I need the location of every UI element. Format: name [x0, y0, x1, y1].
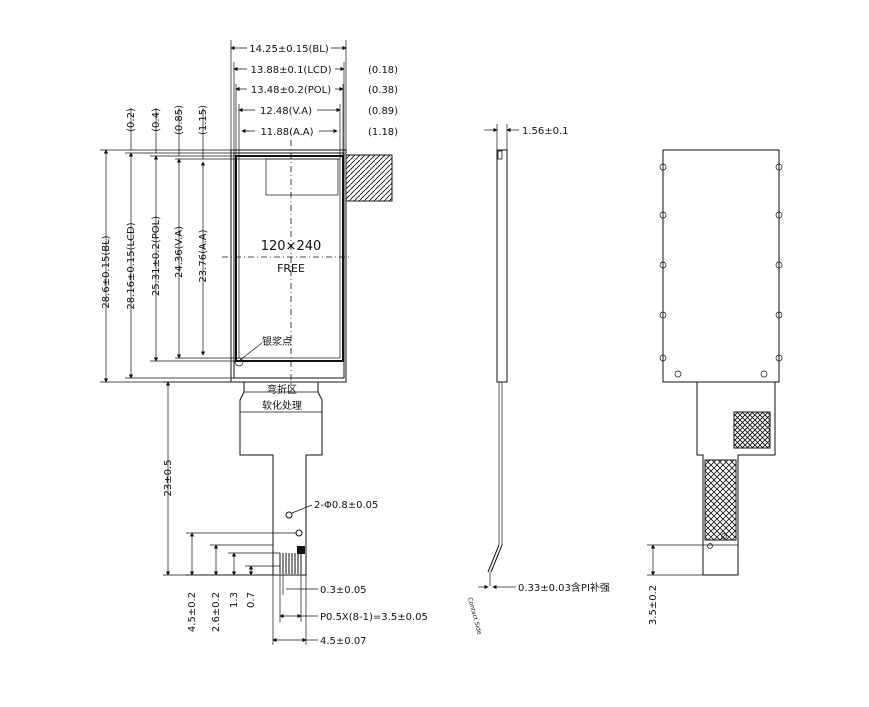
- height-dimensions: 28.6±0.15(BL) 28.16±0.15(LCD) 25.31±0.2(…: [100, 105, 239, 383]
- width-aa: 11.88(A.A): [260, 127, 313, 138]
- side-panel: [496, 149, 508, 383]
- height-offset-2: (0.4): [151, 108, 162, 132]
- height-offset-4: (1.15): [198, 105, 209, 135]
- back-stiffener-hatch: [704, 459, 737, 541]
- fpc-thickness: 0.33±0.03含PI补强: [518, 581, 610, 594]
- hole-note: 2-Φ0.8±0.05: [314, 500, 378, 511]
- dim-4-5: 4.5±0.2: [187, 592, 198, 632]
- bottom-dimensions: 4.5±0.2 2.6±0.2 1.3 0.7: [186, 532, 296, 632]
- back-fpc: [696, 382, 776, 576]
- fpc-length-dimension: 23±0.5: [163, 381, 273, 576]
- width-offset-1: (0.18): [368, 65, 398, 76]
- width-va: 12.48(V.A): [260, 106, 312, 117]
- side-stiffener: [497, 150, 503, 160]
- width-bl: 14.25±0.15(BL): [249, 44, 329, 55]
- va-outline: [238, 158, 341, 359]
- back-panel: [662, 149, 780, 383]
- back-view: 3.5±0.2: [647, 149, 783, 625]
- width-offset-3: (0.89): [368, 106, 398, 117]
- front-view: 120×240 FREE 银浆点 弯折区 软化处理 2-Φ0.8±0.05: [100, 40, 428, 647]
- width-lcd: 13.88±0.1(LCD): [251, 65, 332, 76]
- stiffener-marker: [297, 546, 305, 554]
- panel-thickness: 1.56±0.1: [522, 126, 569, 137]
- corner-note: 银浆点: [262, 335, 292, 348]
- pin-width: 0.3±0.05: [320, 585, 367, 596]
- dim-2-6: 2.6±0.2: [211, 592, 222, 632]
- hatched-connector: [345, 154, 393, 202]
- fpc-hole-1: [285, 511, 293, 519]
- width-offset-2: (0.38): [368, 85, 398, 96]
- resolution-label: 120×240: [261, 239, 322, 254]
- width-dimensions: 14.25±0.15(BL) 13.88±0.1(LCD) 13.48±0.2(…: [230, 40, 398, 159]
- stiffener-length: 3.5±0.2: [648, 585, 659, 625]
- fpc-width: 4.5±0.07: [320, 636, 367, 647]
- height-offset-3: (0.85): [174, 105, 185, 135]
- pin-dimensions: 0.3±0.05 P0.5X(8-1)=3.5±0.05 4.5±0.07: [272, 575, 428, 647]
- width-offset-4: (1.18): [368, 127, 398, 138]
- height-lcd: 28.16±0.15(LCD): [126, 222, 137, 309]
- bend-note-2: 软化处理: [262, 399, 302, 412]
- bend-note-1: 弯折区: [267, 383, 297, 396]
- side-notches: [659, 163, 783, 378]
- bl-outline: [230, 149, 347, 383]
- width-pol: 13.48±0.2(POL): [251, 85, 331, 96]
- height-va: 24.36(V.A): [174, 226, 185, 278]
- fpc-bend: [239, 382, 323, 576]
- height-bl: 28.6±0.15(BL): [101, 235, 112, 308]
- back-connector-hatch: [733, 411, 771, 449]
- gold-fingers: [279, 546, 305, 574]
- fpc-hole-2: [295, 529, 303, 537]
- pin-pitch: P0.5X(8-1)=3.5±0.05: [320, 612, 428, 623]
- pol-outline: [235, 155, 344, 362]
- dim-1-3: 1.3: [229, 592, 240, 608]
- side-view: 1.56±0.1 0.33±0.03含PI补强 Contact Side: [466, 124, 610, 636]
- dim-0-7: 0.7: [246, 592, 257, 608]
- ic-area: [265, 158, 339, 196]
- contact-side-label: Contact Side: [466, 597, 483, 636]
- mode-label: FREE: [277, 262, 305, 275]
- height-offset-1: (0.2): [126, 108, 137, 132]
- fpc-length: 23±0.5: [163, 459, 174, 496]
- height-aa: 23.76(A.A): [198, 229, 209, 282]
- height-pol: 25.31±0.2(POL): [151, 216, 162, 296]
